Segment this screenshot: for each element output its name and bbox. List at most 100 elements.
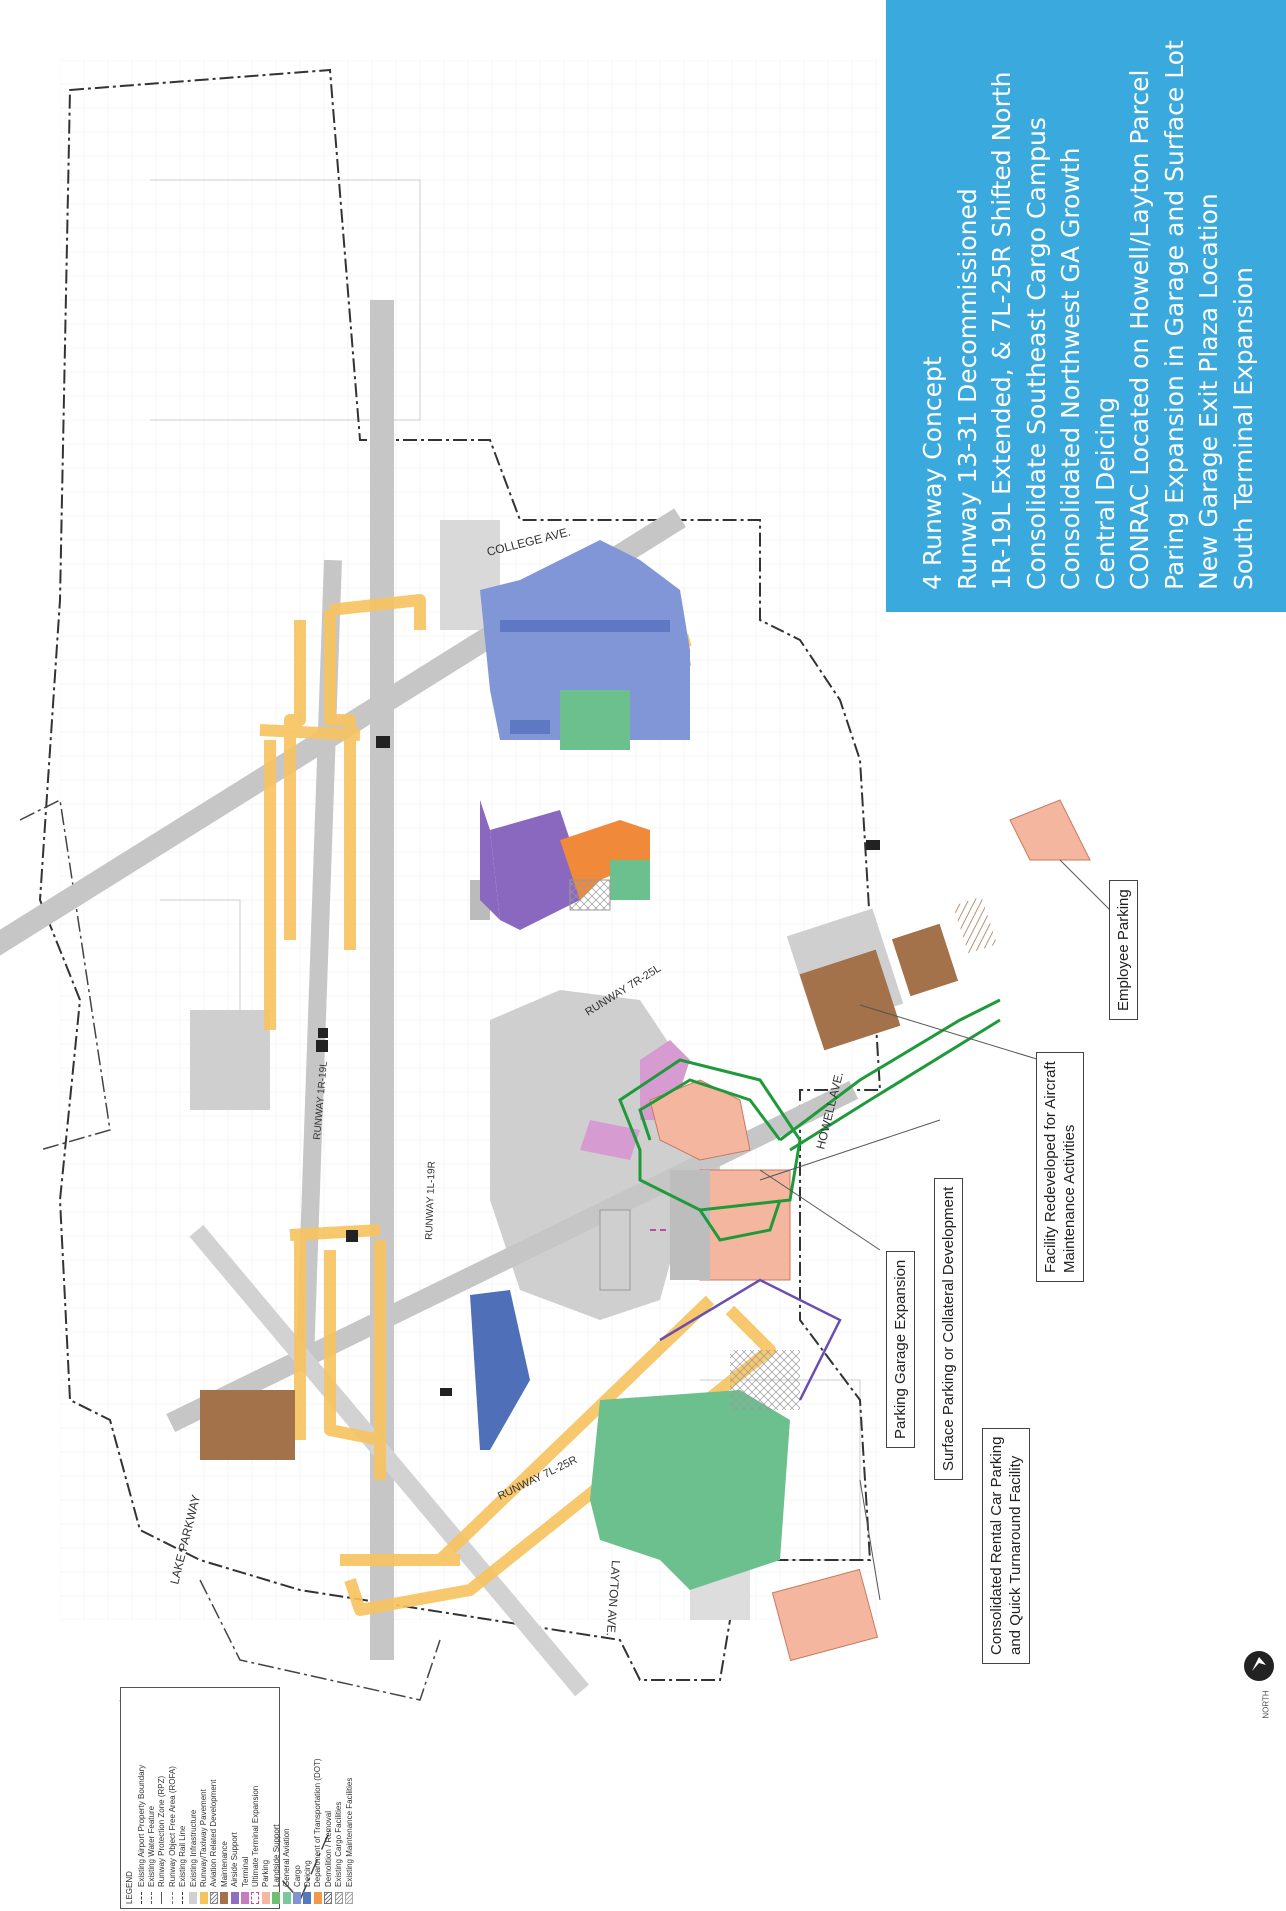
purple-rail-line	[659, 1278, 842, 1401]
airside-dot-area	[480, 800, 650, 930]
legend-swatch-icon	[199, 1892, 208, 1904]
info-line: Central Deicing	[1090, 397, 1120, 590]
callout-parking-garage: Parking Garage Expansion	[886, 1250, 915, 1448]
runway-1r-19l	[296, 559, 342, 1361]
legend-item: Existing Water Feature	[146, 1692, 156, 1904]
legend-label: Aviation Related Development	[209, 1779, 219, 1887]
legend-swatch-icon	[293, 1892, 302, 1904]
legend-item: Runway/Taxiway Pavement	[198, 1692, 208, 1904]
legend-swatch-icon	[313, 1892, 322, 1904]
legend-item: Maintenance	[219, 1692, 229, 1904]
legend-swatch-icon	[241, 1892, 250, 1904]
legend-swatch-icon	[334, 1892, 343, 1904]
legend-swatch-icon	[261, 1892, 270, 1904]
parking-areas	[649, 799, 1091, 1662]
deicing-and-ga	[470, 1290, 800, 1590]
callout-conrac: Consolidated Rental Car Parking and Quic…	[982, 1427, 1030, 1664]
legend-swatch-icon	[151, 1892, 153, 1904]
legend-swatch-icon	[303, 1892, 312, 1904]
legend-item: Cargo	[292, 1692, 302, 1904]
callout-employee-parking: Employee Parking	[1109, 880, 1138, 1020]
legend-item: Deicing	[302, 1692, 312, 1904]
legend-label: Parking	[261, 1859, 271, 1887]
legend-swatch-icon	[209, 1892, 218, 1904]
runway-7l-25r	[166, 1080, 859, 1432]
legend-swatch-icon	[230, 1892, 239, 1904]
legend-swatch-icon	[161, 1892, 163, 1904]
legend-label: General Aviation	[282, 1828, 292, 1887]
legend-swatch-icon	[220, 1892, 229, 1904]
legend-swatch-icon	[324, 1892, 333, 1904]
label-layton-ave: LAYTON AVE.	[604, 1560, 623, 1637]
legend-swatch-icon	[140, 1892, 142, 1904]
concept-info-panel: 4 Runway Concept Runway 13-31 Decommissi…	[886, 0, 1286, 612]
legend-label: Existing Water Feature	[147, 1805, 157, 1887]
legend-label: Department of Transportation (DOT)	[313, 1758, 323, 1888]
legend-label: Terminal	[240, 1856, 250, 1887]
legend-content: LEGEND Existing Airport Property Boundar…	[125, 1692, 354, 1904]
terminal-loop-roadway	[618, 998, 1001, 1242]
info-line: Runway 13-31 Decommissioned	[952, 188, 982, 590]
north-label: NORTH	[1261, 1690, 1271, 1719]
legend-item: Parking	[261, 1692, 271, 1904]
info-line: Consolidate Southeast Cargo Campus	[1021, 117, 1051, 590]
legend-label: Existing Airport Property Boundary	[136, 1764, 146, 1887]
conrac-leader	[859, 1479, 881, 1601]
callout-surface-parking: Surface Parking or Collateral Developmen…	[934, 1177, 963, 1480]
legend-label: Cargo	[292, 1865, 302, 1887]
info-line: New Garage Exit Plaza Location	[1194, 193, 1223, 590]
legend-item: Ultimate Terminal Expansion	[250, 1692, 260, 1904]
legend-swatch-icon	[282, 1892, 291, 1904]
legend-swatch-icon	[189, 1892, 198, 1904]
garage-parking	[649, 1079, 751, 1161]
legend-swatch-icon	[272, 1892, 281, 1904]
legend-title: LEGEND	[125, 1871, 134, 1904]
legend-item: General Aviation	[281, 1692, 291, 1904]
legend-item: Existing Maintenance Facilities	[344, 1692, 354, 1904]
legend-label: Demolition / Removal	[323, 1810, 333, 1887]
legend-label: Runway Protection Zone (RPZ)	[157, 1775, 167, 1887]
info-line: CONRAC Located on Howell/Layton Parcel	[1125, 69, 1154, 590]
taxiway-hold-bars	[316, 736, 880, 1396]
legend-item: Runway Protection Zone (RPZ)	[157, 1692, 167, 1904]
label-runway-1l-19r: RUNWAY 1L-19R	[424, 1161, 438, 1240]
legend-label: Existing Infrastructure	[188, 1809, 198, 1887]
legend-swatch-icon	[251, 1892, 260, 1904]
callout-facility-redeveloped: Facility Redeveloped for Aircraft Mainte…	[1036, 1052, 1084, 1282]
conrac-parking	[771, 1568, 879, 1662]
info-line: South Terminal Expansion	[1228, 267, 1258, 590]
north-arrow-icon	[1244, 1651, 1274, 1681]
legend-label: Maintenance	[219, 1841, 229, 1887]
map-legend: LEGEND Existing Airport Property Boundar…	[120, 1687, 354, 1909]
info-line: Paring Expansion in Garage and Surface L…	[1159, 40, 1189, 590]
legend-label: Runway/Taxiway Pavement	[199, 1789, 209, 1887]
legend-label: Deicing	[302, 1860, 312, 1887]
employee-parking-lot	[1009, 799, 1091, 861]
info-line: 1R-19L Extended, & 7L-25R Shifted North	[987, 71, 1016, 590]
legend-label: Airside Support	[230, 1832, 240, 1887]
cargo-campus	[480, 540, 690, 750]
concept-info-text: 4 Runway Concept Runway 13-31 Decommissi…	[916, 20, 1258, 590]
legend-item: Demolition / Removal	[323, 1692, 333, 1904]
info-line: 4 Runway Concept	[918, 356, 947, 590]
legend-item: Runway Object Free Area (ROFA)	[167, 1692, 177, 1904]
legend-item: Existing Rail Line	[178, 1692, 188, 1904]
legend-label: Ultimate Terminal Expansion	[250, 1785, 260, 1887]
legend-item: Existing Infrastructure	[188, 1692, 198, 1904]
legend-swatch-icon	[345, 1892, 353, 1904]
legend-swatch-icon	[171, 1892, 173, 1904]
legend-item: Aviation Related Development	[209, 1692, 219, 1904]
legend-label: Landside Support	[271, 1824, 281, 1887]
legend-item: Terminal	[240, 1692, 250, 1904]
legend-item: Existing Cargo Facilities	[333, 1692, 343, 1904]
legend-swatch-icon	[182, 1892, 184, 1904]
legend-label: Existing Maintenance Facilities	[344, 1777, 354, 1887]
legend-label: Existing Cargo Facilities	[334, 1801, 344, 1887]
runway-7r-25l	[0, 508, 686, 1089]
legend-item: Landside Support	[271, 1692, 281, 1904]
surface-parking-lot	[699, 1169, 791, 1281]
maintenance-areas	[200, 896, 997, 1460]
info-line: Consolidated Northwest GA Growth	[1056, 147, 1085, 590]
